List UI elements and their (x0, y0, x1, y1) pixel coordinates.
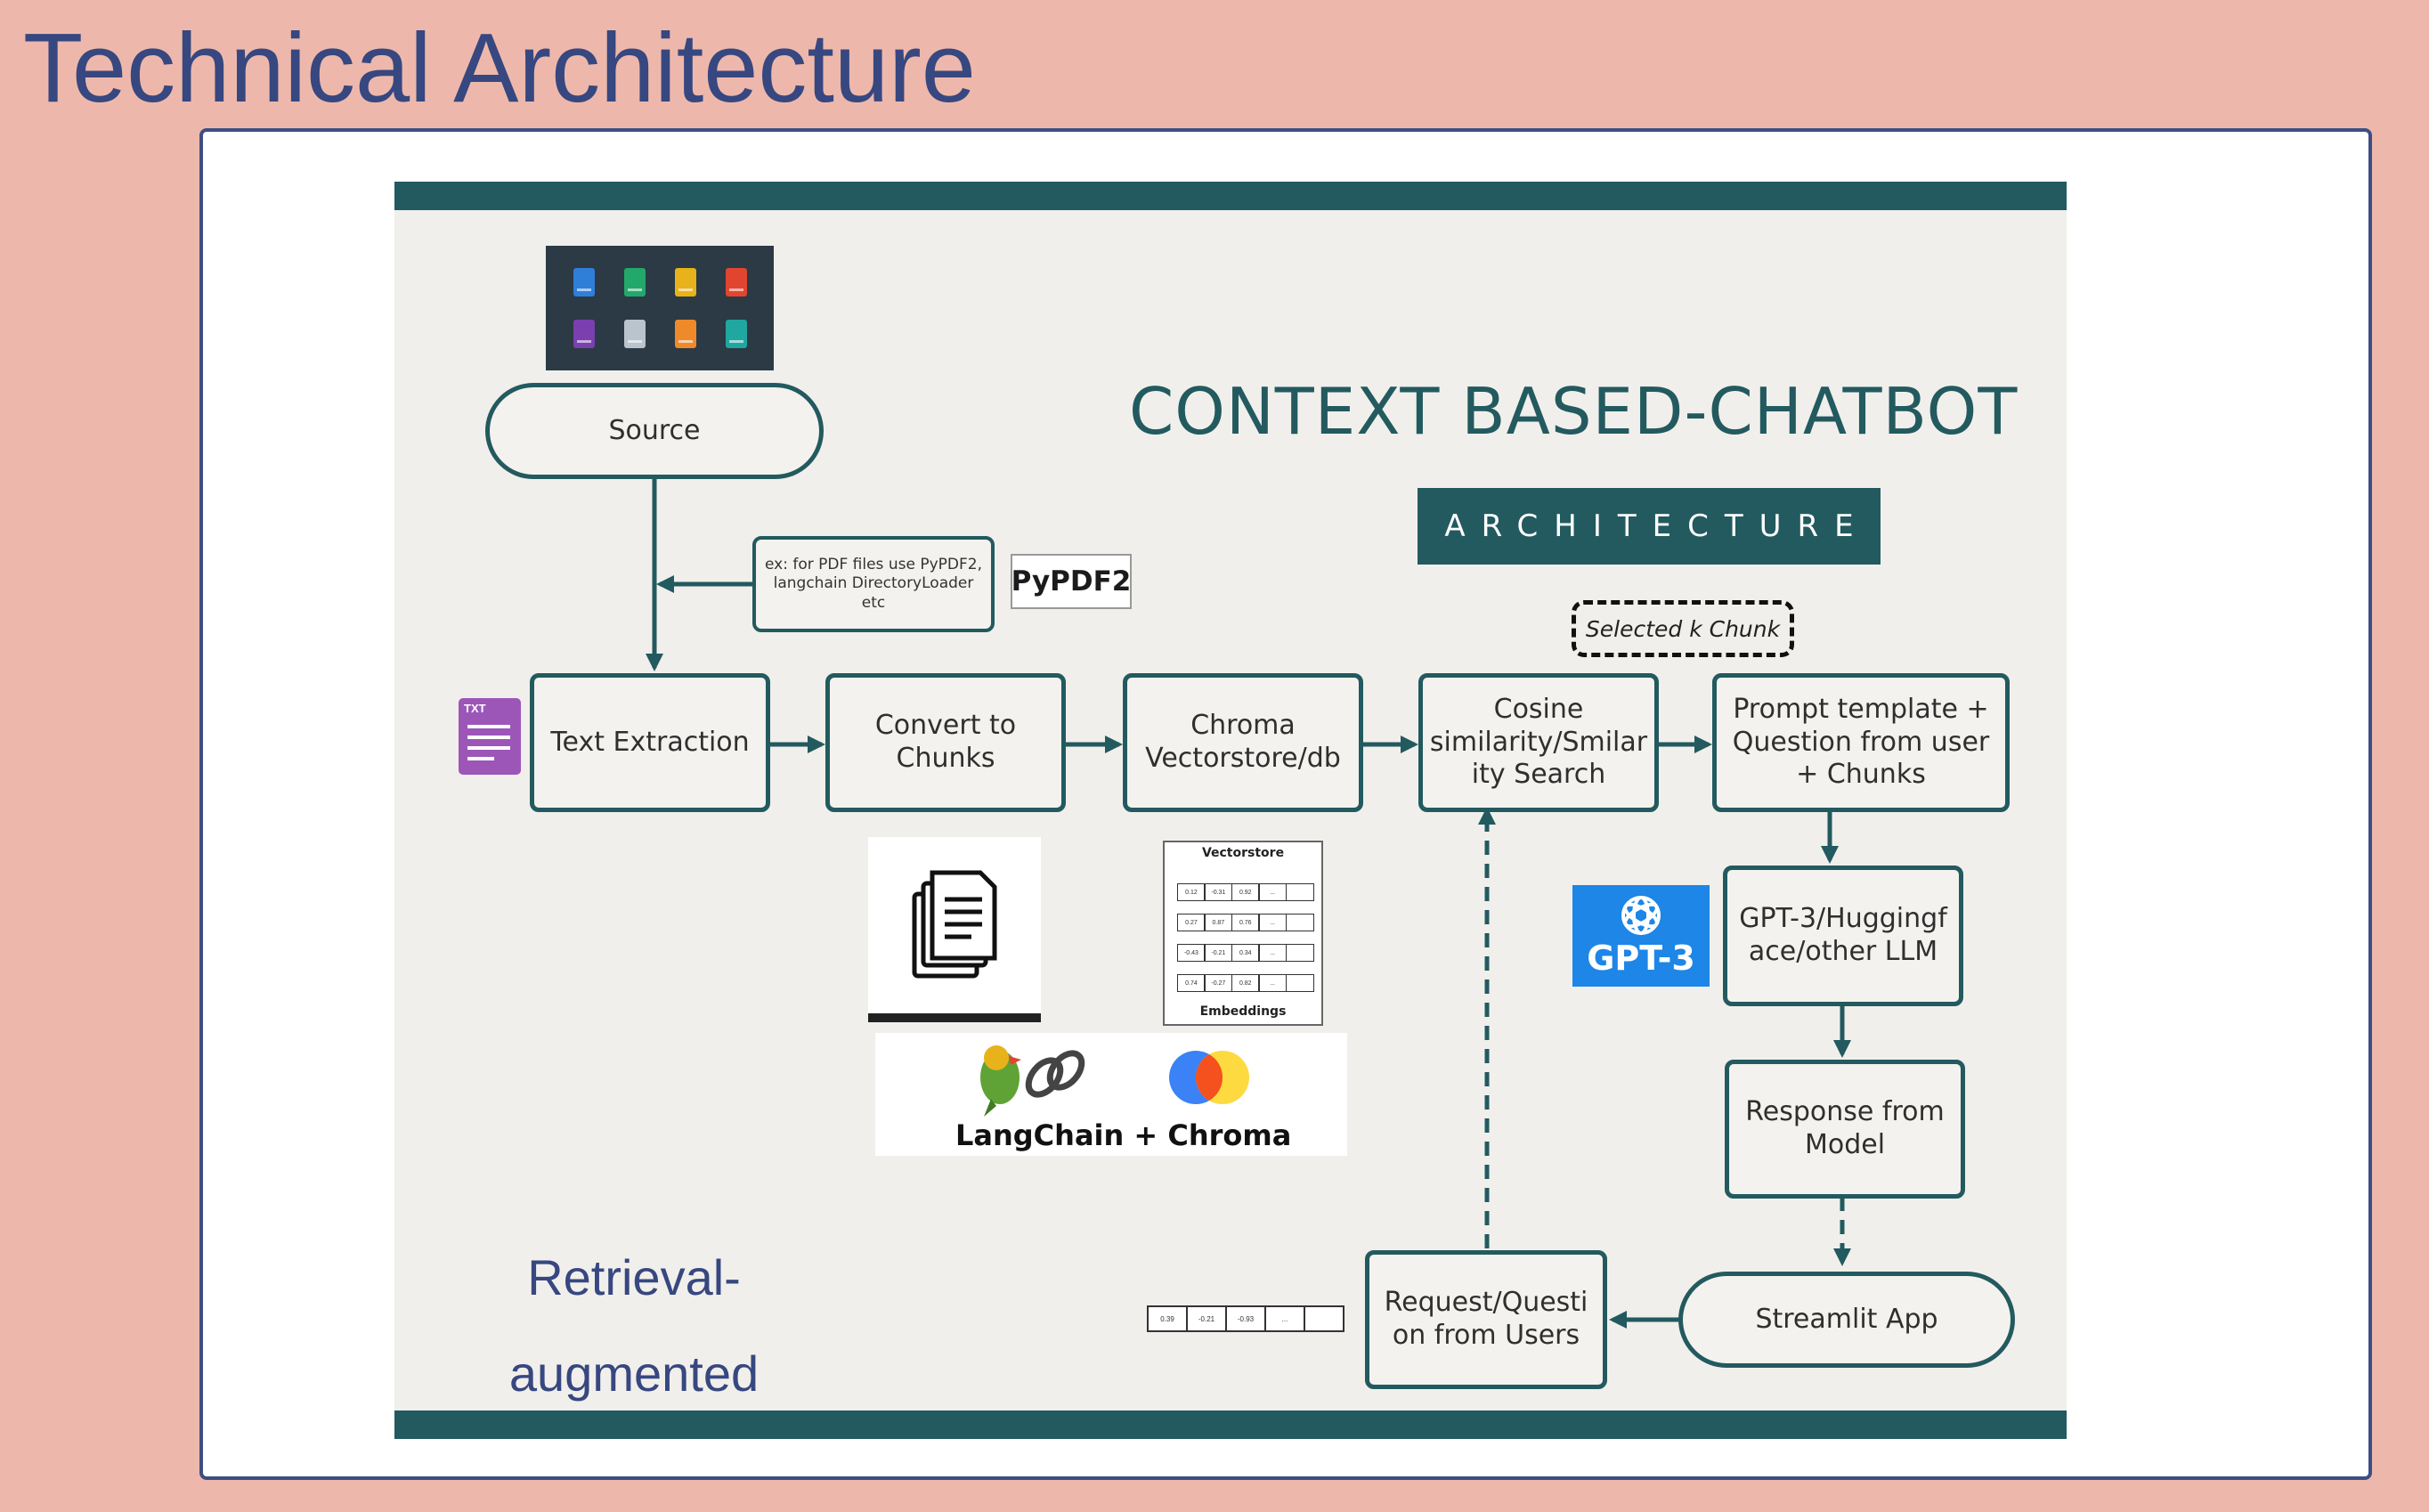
langchain-chroma-logos: LangChain + Chroma (875, 1033, 1347, 1156)
vector-cell: 0.74 (1177, 974, 1206, 992)
rag-caption-line2: generation (434, 1422, 834, 1439)
misc-file-icon (573, 320, 595, 348)
embedding-cell: -0.93 (1225, 1305, 1266, 1332)
text-extraction-node: Text Extraction (530, 673, 770, 812)
embedding-cell (1304, 1305, 1344, 1332)
langchain-chroma-label: LangChain + Chroma (955, 1118, 1292, 1152)
vector-cell (1285, 944, 1314, 962)
loader-note: ex: for PDF files use PyPDF2, langchain … (752, 536, 995, 632)
vector-cell: 0.34 (1231, 944, 1260, 962)
vector-cell: ... (1258, 944, 1288, 962)
xls-file-icon (623, 268, 646, 297)
request-node: Request/Question from Users (1365, 1250, 1607, 1389)
chroma-logo-icon (1169, 1051, 1249, 1104)
generic-file-icon (623, 320, 646, 348)
documents-icon (912, 870, 997, 979)
embedding-cell: -0.21 (1186, 1305, 1227, 1332)
file-types-image (546, 246, 774, 370)
convert-chunks-node: Convert to Chunks (825, 673, 1066, 812)
slide-title: Technical Architecture (23, 13, 976, 123)
streamlit-node: Streamlit App (1678, 1272, 2015, 1368)
query-embedding-strip: 0.39-0.21-0.93... (1147, 1305, 1344, 1332)
chroma-store-node: Chroma Vectorstore/db (1123, 673, 1363, 812)
connector-arrows (646, 476, 1851, 1329)
csv-file-icon (725, 320, 747, 348)
architecture-poster: ex: for PDF files use PyPDF2, langchain … (394, 182, 2067, 1439)
gpt3-label: GPT-3 (1587, 939, 1695, 978)
prompt-template-node: Prompt template + Question from user + C… (1712, 673, 2010, 812)
architecture-banner: ARCHITECTURE (1418, 488, 1881, 565)
gpt3-badge: GPT-3 (1572, 885, 1710, 987)
vector-cell: 0.27 (1177, 914, 1206, 931)
openai-logo-icon (1621, 896, 1661, 935)
selected-chunk-label: Selected k Chunk (1572, 600, 1794, 657)
embedding-cell: 0.39 (1147, 1305, 1188, 1332)
cosine-search-node: Cosine similarity/Smilar ity Search (1418, 673, 1659, 812)
vector-cell: ... (1258, 914, 1288, 931)
txt-file-icon: TXT (459, 698, 521, 775)
vectorstore-caption: Vectorstore (1201, 846, 1285, 860)
llm-node: GPT-3/Huggingface/other LLM (1723, 866, 1963, 1006)
pdf-file-icon (725, 268, 747, 297)
doc-file-icon (573, 268, 595, 297)
embeddings-caption: Embeddings (1199, 1004, 1287, 1019)
pypdf2-logo: PyPDF2 (1011, 554, 1132, 609)
vector-cell (1285, 974, 1314, 992)
vector-cell: 0.82 (1231, 974, 1260, 992)
vector-cell: -0.31 (1204, 883, 1233, 901)
vector-cell: -0.27 (1204, 974, 1233, 992)
documents-image (868, 837, 1041, 1022)
embedding-cell: ... (1264, 1305, 1305, 1332)
vector-cell: ... (1258, 974, 1288, 992)
poster-bottom-bar (394, 1410, 2067, 1439)
poster-top-bar (394, 182, 2067, 210)
vector-cell: -0.21 (1204, 944, 1233, 962)
vector-cell: 0.92 (1231, 883, 1260, 901)
zip-file-icon (674, 320, 696, 348)
vector-cell (1285, 883, 1314, 901)
ppt-file-icon (674, 268, 696, 297)
poster-title: CONTEXT BASED-CHATBOT (1129, 374, 2019, 449)
vector-cell (1285, 914, 1314, 931)
vector-cell: ... (1258, 883, 1288, 901)
rag-caption-line1: Retrieval-augmented (508, 1249, 760, 1402)
langchain-parrot-icon (980, 1045, 1249, 1117)
source-node: Source (485, 383, 824, 479)
response-node: Response from Model (1725, 1060, 1965, 1199)
vector-cell: -0.43 (1177, 944, 1206, 962)
vector-cell: 0.87 (1204, 914, 1233, 931)
rag-caption: Retrieval-augmented generation (434, 1230, 834, 1439)
vector-cell: 0.12 (1177, 883, 1206, 901)
vector-cell: 0.76 (1231, 914, 1260, 931)
